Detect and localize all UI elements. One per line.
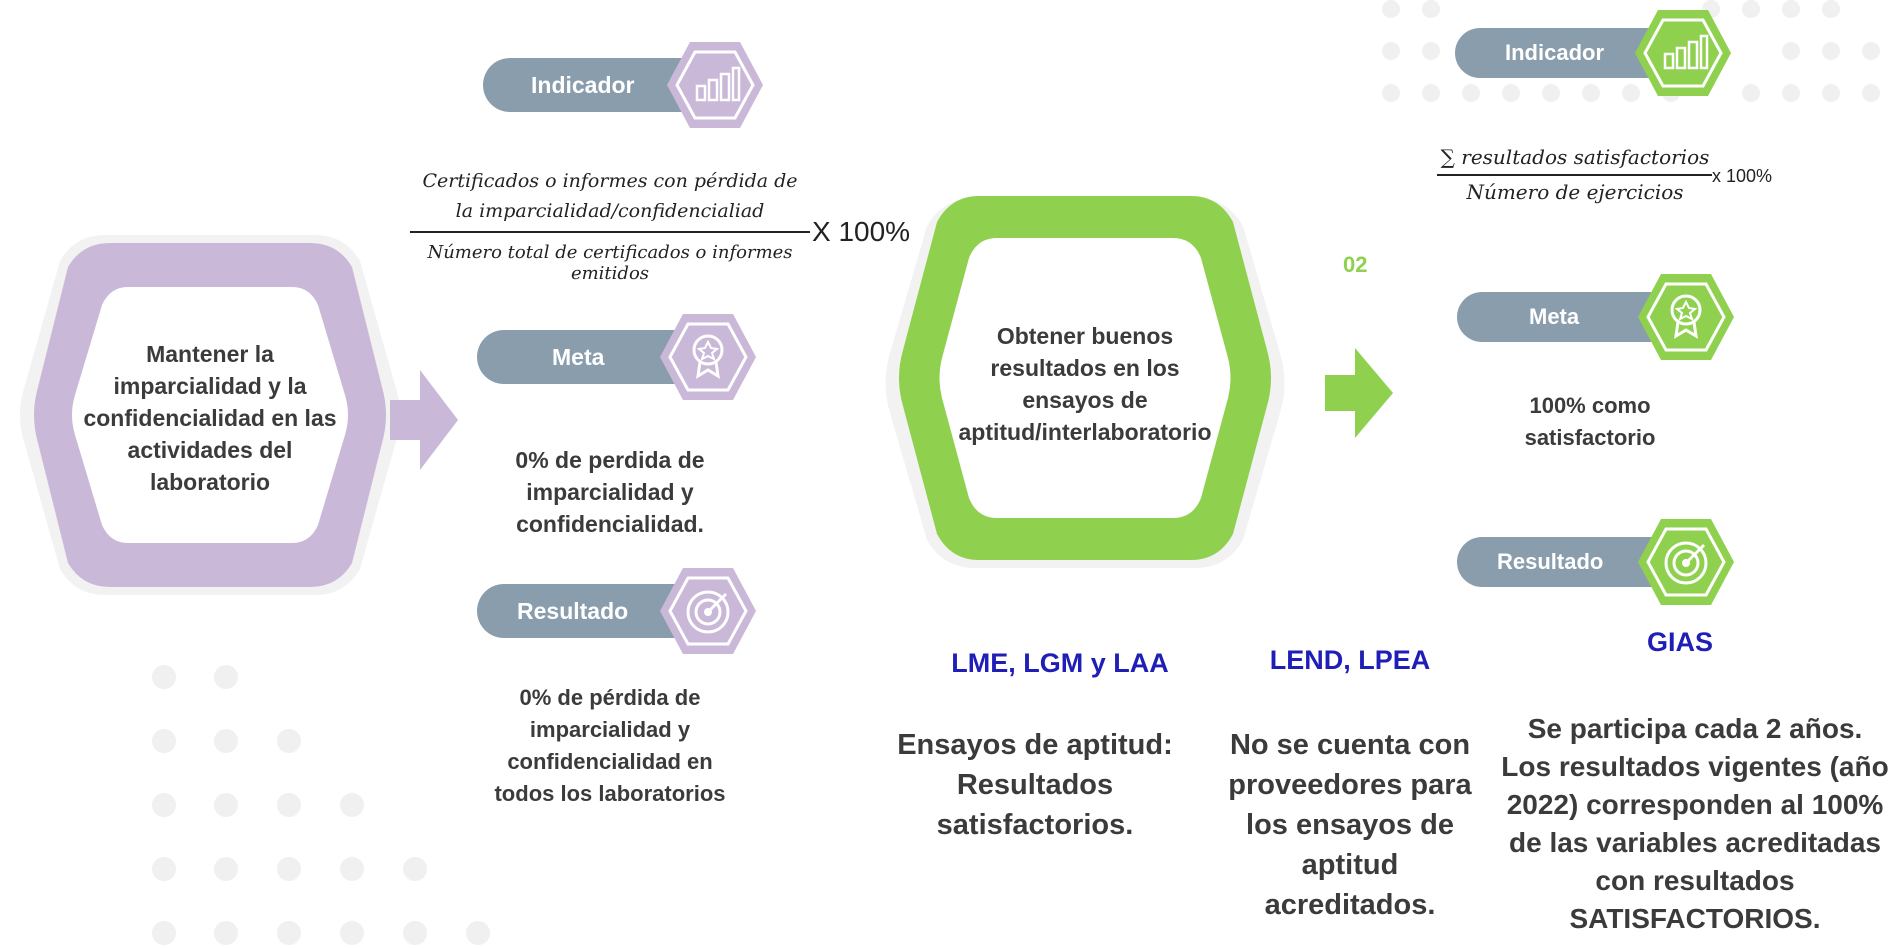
group-title-gias: GIAS [1646,627,1713,657]
indicador-label: Indicador [531,71,635,98]
right-hexagon [885,196,1285,568]
meta-text-right: 100% como satisfactorio [1524,393,1656,450]
dot [1502,84,1520,102]
formula-denominator: Número total de certificados o informes … [427,242,793,284]
dot [1542,84,1560,102]
group-text-gias: Se participa cada 2 años. Los resultados… [1501,713,1889,934]
formula-fraction-line [1437,174,1712,176]
dot [1742,0,1760,18]
dot [1622,84,1640,102]
dot [277,729,301,753]
group-title-lend: LEND, LPEA [1269,645,1431,675]
target-icon [1638,519,1734,605]
dot [1422,0,1440,18]
dot [214,793,238,817]
bar-chart-icon [1635,10,1731,96]
resultado-pill-right: Resultado [1457,537,1677,587]
dot [214,857,238,881]
dot [214,665,238,689]
dot [466,921,490,945]
dot [1422,84,1440,102]
meta-label: Meta [1529,304,1580,329]
resultado-label: Resultado [517,597,629,624]
right-hexagon-text: Obtener buenos resultados en los ensayos… [958,323,1212,445]
meta-text-left: 0% de perdida de imparcialidad y confide… [515,447,705,537]
formula-denominator: Número de ejercicios [1466,180,1684,204]
award-badge-icon [1638,274,1734,360]
dot [152,665,176,689]
meta-label: Meta [552,343,605,370]
formula-multiplier: x 100% [1712,166,1773,186]
dot [1862,42,1880,60]
dot [277,793,301,817]
dot [152,857,176,881]
right-arrow-icon [390,370,458,470]
dot [152,793,176,817]
dot [1582,84,1600,102]
dot [1422,42,1440,60]
dot [1382,42,1400,60]
dot [1742,84,1760,102]
dot [1822,84,1840,102]
dot [277,857,301,881]
bar-chart-icon [667,42,763,128]
dot [1382,0,1400,18]
dot [1782,84,1800,102]
dot [152,921,176,945]
group-title-lme: LME, LGM y LAA [951,648,1169,678]
dot [1822,42,1840,60]
step-number: 02 [1343,252,1368,277]
left-hexagon [20,235,400,595]
dot [214,921,238,945]
dot [152,729,176,753]
resultado-label: Resultado [1497,549,1604,574]
formula-multiplier: X 100% [812,216,911,247]
dot [1782,0,1800,18]
award-badge-icon [660,314,756,400]
dot [1782,42,1800,60]
dot [214,729,238,753]
dot [1822,0,1840,18]
formula-numerator-1: Certificados o informes con pérdida de [422,170,798,192]
resultado-text-left: 0% de pérdida de imparcialidad y confide… [494,685,726,806]
dot [340,921,364,945]
left-hexagon-text: Mantener la imparcialidad y la confidenc… [83,341,337,495]
formula-fraction-line [410,231,810,233]
dot [403,857,427,881]
dot [403,921,427,945]
dot [1462,84,1480,102]
group-text-lend: No se cuenta con proveedores para los en… [1228,729,1472,921]
dot [340,857,364,881]
target-icon [660,568,756,654]
meta-pill-right: Meta [1457,292,1677,342]
formula-numerator-2: la imparcialidad/confidencialiad [455,200,765,222]
formula-numerator: ∑ resultados satisfactorios [1440,145,1710,169]
right-arrow-icon [1325,348,1393,438]
dot [1382,84,1400,102]
indicador-label: Indicador [1505,40,1605,65]
dot [1862,84,1880,102]
dot [277,921,301,945]
group-text-lme: Ensayos de aptitud: Resultados satisfact… [897,729,1173,841]
dot [340,793,364,817]
